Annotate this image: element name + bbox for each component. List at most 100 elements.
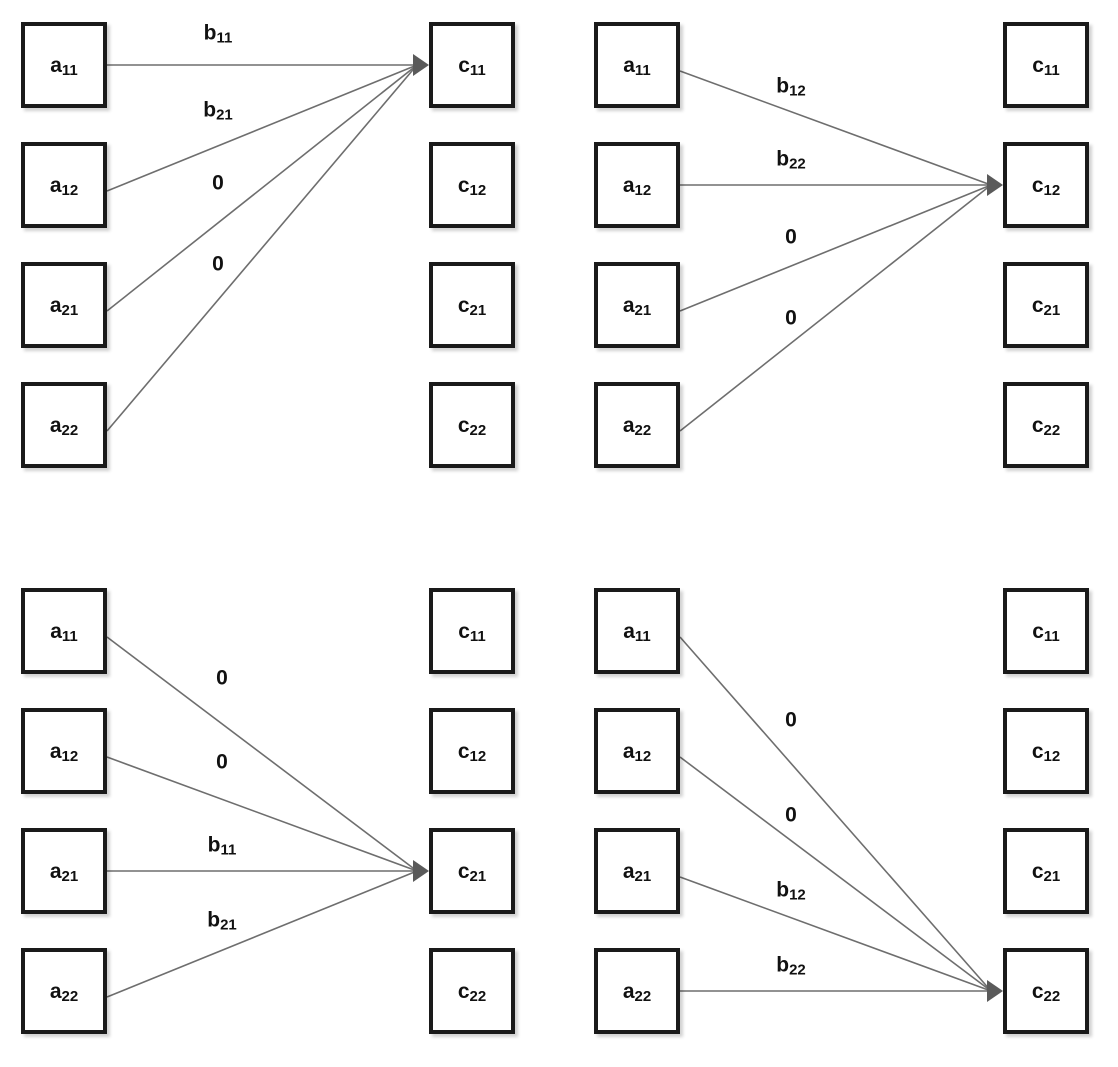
node-label: a21 (622, 859, 652, 885)
target-node-c11: c11 (1003, 22, 1089, 108)
source-node-a12: a12 (594, 142, 680, 228)
edge-line (679, 184, 992, 432)
target-node-c12: c12 (1003, 142, 1089, 228)
source-node-a21: a21 (21, 262, 107, 348)
target-node-c21: c21 (429, 262, 515, 348)
edge-line (679, 184, 992, 312)
node-label: a12 (622, 173, 652, 199)
target-node-c11: c11 (429, 22, 515, 108)
edge-weight-label: 0 (785, 225, 797, 249)
source-node-a22: a22 (594, 382, 680, 468)
node-label: c12 (1031, 739, 1061, 765)
node-label: c21 (457, 293, 487, 319)
edge-weight-label: 0 (212, 252, 224, 276)
source-node-a12: a12 (21, 708, 107, 794)
target-node-c12: c12 (429, 708, 515, 794)
node-label: c11 (458, 619, 486, 645)
edge-weight-label: 0 (785, 708, 797, 732)
panel-c12: a11 a12 a21 a22 c11 c12 c21 c22 b12 b22 0 0 (559, 0, 1118, 533)
arrow-head-icon (987, 174, 1003, 196)
edge-line (106, 870, 418, 998)
node-label: c12 (457, 739, 487, 765)
target-node-c21: c21 (429, 828, 515, 914)
source-node-a22: a22 (21, 382, 107, 468)
edge-line (106, 636, 418, 872)
target-node-c12: c12 (429, 142, 515, 228)
node-label: c11 (1032, 53, 1060, 79)
node-label: a12 (622, 739, 652, 765)
target-node-c21: c21 (1003, 262, 1089, 348)
source-node-a11: a11 (21, 588, 107, 674)
source-node-a12: a12 (594, 708, 680, 794)
node-label: a11 (50, 53, 78, 79)
edge-weight-label: b21 (203, 98, 233, 124)
edge-weight-label: 0 (785, 803, 797, 827)
node-label: c11 (458, 53, 486, 79)
edge-line (106, 756, 418, 872)
node-label: c22 (1031, 979, 1061, 1005)
target-node-c22: c22 (429, 948, 515, 1034)
node-label: a11 (623, 53, 651, 79)
node-label: a12 (49, 173, 79, 199)
node-label: c21 (1031, 859, 1061, 885)
node-label: c22 (457, 979, 487, 1005)
arrow-head-icon (413, 54, 429, 76)
node-label: c21 (1031, 293, 1061, 319)
edge-weight-label: b11 (203, 21, 233, 47)
edge-line (106, 64, 418, 192)
node-label: a11 (623, 619, 651, 645)
node-label: c11 (1032, 619, 1060, 645)
node-label: c22 (457, 413, 487, 439)
target-node-c12: c12 (1003, 708, 1089, 794)
node-label: a22 (49, 413, 79, 439)
node-label: c21 (457, 859, 487, 885)
edge-weight-label: 0 (212, 171, 224, 195)
arrow-head-icon (413, 860, 429, 882)
edge-line (679, 876, 992, 992)
edge-weight-label: b11 (207, 833, 237, 859)
source-node-a11: a11 (594, 22, 680, 108)
panel-c21: a11 a12 a21 a22 c11 c12 c21 c22 0 0 b11 b21 (0, 566, 559, 1067)
panel-c22: a11 a12 a21 a22 c11 c12 c21 c22 0 0 b12 b22 (559, 566, 1118, 1067)
target-node-c21: c21 (1003, 828, 1089, 914)
source-node-a22: a22 (594, 948, 680, 1034)
source-node-a12: a12 (21, 142, 107, 228)
panel-c11: a11 a12 a21 a22 c11 c12 c21 c22 b11 b21 0 0 (0, 0, 559, 533)
node-label: a22 (622, 979, 652, 1005)
node-label: c12 (457, 173, 487, 199)
edge-line (106, 64, 418, 432)
edge-weight-label: b12 (776, 74, 806, 100)
edge-weight-label: 0 (216, 666, 228, 690)
node-label: c12 (1031, 173, 1061, 199)
edge-weight-label: 0 (216, 750, 228, 774)
edge-weight-label: b12 (776, 878, 806, 904)
edge-line (679, 756, 992, 992)
target-node-c11: c11 (429, 588, 515, 674)
node-label: a12 (49, 739, 79, 765)
edge-line (679, 70, 992, 186)
source-node-a21: a21 (594, 262, 680, 348)
edge-weight-label: b22 (776, 953, 806, 979)
edge-line (679, 636, 992, 992)
node-label: a21 (49, 293, 79, 319)
edge-line (106, 64, 418, 312)
target-node-c22: c22 (1003, 948, 1089, 1034)
node-label: a22 (49, 979, 79, 1005)
node-label: a11 (50, 619, 78, 645)
edge-layer (106, 54, 429, 432)
source-node-a11: a11 (21, 22, 107, 108)
edge-layer (679, 636, 1003, 1002)
edge-weight-label: b22 (776, 147, 806, 173)
source-node-a21: a21 (21, 828, 107, 914)
node-label: c22 (1031, 413, 1061, 439)
node-label: a21 (622, 293, 652, 319)
source-node-a11: a11 (594, 588, 680, 674)
source-node-a22: a22 (21, 948, 107, 1034)
edge-weight-label: 0 (785, 306, 797, 330)
edge-layer (679, 70, 1003, 432)
target-node-c11: c11 (1003, 588, 1089, 674)
edge-weight-label: b21 (207, 908, 237, 934)
edge-layer (106, 636, 429, 998)
target-node-c22: c22 (429, 382, 515, 468)
